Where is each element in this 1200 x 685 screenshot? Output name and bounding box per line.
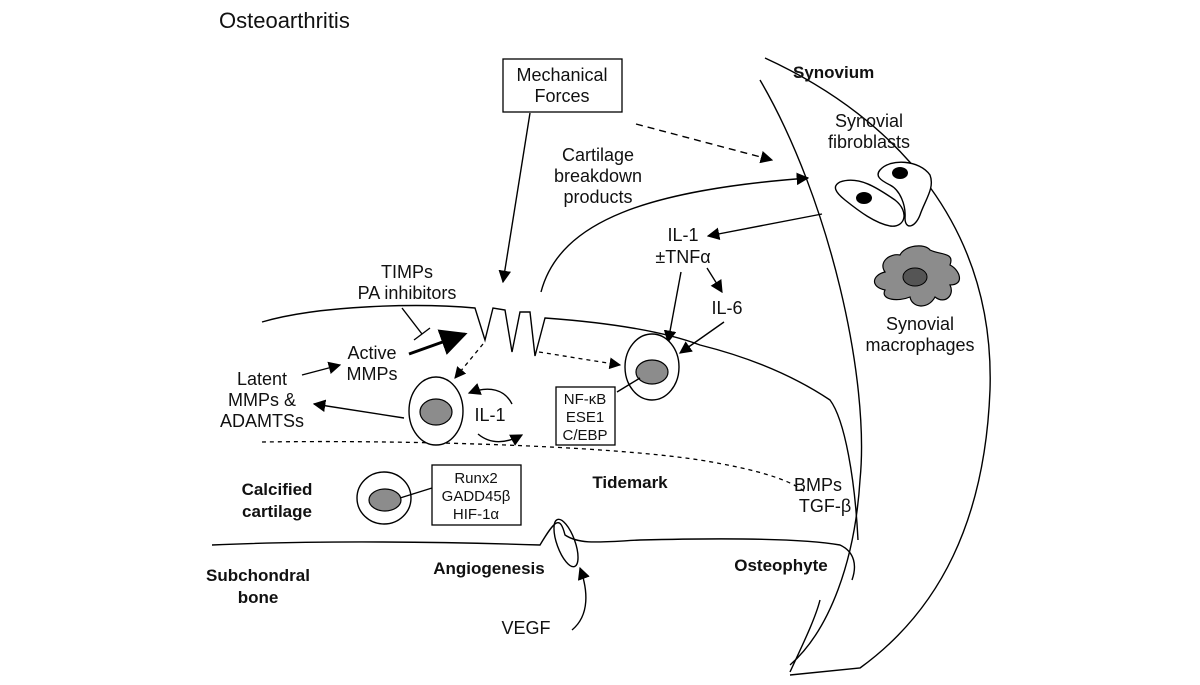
- arrow-latent-to-active: [301, 361, 342, 376]
- tf-label: C/EBP: [562, 427, 607, 444]
- tgf-beta-label: TGF-β: [799, 496, 851, 516]
- inhibition-bar: [413, 327, 431, 341]
- arrow-fissure-to-chondrocyte-left: [454, 343, 484, 379]
- fibroblast-nucleus: [892, 167, 908, 179]
- tidemark-line: [261, 440, 806, 493]
- blood-vessel-icon: [553, 518, 579, 568]
- arrow-forces-to-synovium: [635, 123, 774, 164]
- fibroblast-nucleus: [856, 192, 872, 204]
- angiogenesis-label: Angiogenesis: [433, 559, 544, 578]
- hyp-label: GADD45β: [442, 488, 511, 505]
- fibroblast-cell: [834, 179, 905, 227]
- cartilage-breakdown-label: Cartilage: [562, 145, 634, 165]
- cartilage-breakdown-label-2: breakdown: [554, 166, 642, 186]
- arrow-chondrocyte-to-latent: [312, 399, 405, 419]
- synovium-outer-boundary: [764, 57, 991, 676]
- latent-mmps-label-2: MMPs &: [228, 390, 296, 410]
- synovial-macrophages-label-2: macrophages: [865, 335, 974, 355]
- chondrocyte-nucleus: [368, 488, 402, 512]
- mechanical-forces-box: [502, 58, 623, 113]
- latent-mmps-label-3: ADAMTSs: [220, 411, 304, 431]
- arrow-il1-loop-to-cell: [467, 383, 513, 405]
- arrow-vegf-to-vessel: [571, 566, 590, 631]
- connector-line: [616, 377, 641, 393]
- tidemark-label: Tidemark: [592, 473, 668, 492]
- active-mmps-label: Active: [347, 343, 396, 363]
- arrow-il1-loop-out: [477, 433, 524, 446]
- transcription-factor-box: [555, 386, 616, 446]
- arrow-fissure-to-chondrocyte-right: [538, 351, 622, 370]
- synovial-fibroblasts-label: Synovial: [835, 111, 903, 131]
- tf-label: ESE1: [566, 409, 604, 426]
- inhibition-line: [401, 307, 423, 335]
- synovial-macrophages-label: Synovial: [886, 314, 954, 334]
- subchondral-boundary: [211, 522, 856, 581]
- il1-tnf-label: IL-1: [667, 225, 698, 245]
- macrophage-nucleus: [902, 267, 928, 287]
- arrow-active-mmps-to-cartilage: [408, 329, 468, 356]
- tf-label: NF-κB: [564, 391, 607, 408]
- synovial-fibroblasts-label-2: fibroblasts: [828, 132, 910, 152]
- synovium-lining: [789, 599, 821, 673]
- cartilage-breakdown-label-3: products: [563, 187, 632, 207]
- bmps-label: BMPs: [794, 475, 842, 495]
- active-mmps-label-2: MMPs: [347, 364, 398, 384]
- connector-line: [399, 487, 433, 499]
- chondrocyte-nucleus: [419, 398, 453, 426]
- mechanical-forces-label-2: Forces: [534, 86, 589, 106]
- hyp-label: Runx2: [454, 470, 497, 487]
- diagram-title: Osteoarthritis: [219, 8, 350, 33]
- synovium-label: Synovium: [793, 63, 874, 82]
- chondrocyte-nucleus: [635, 359, 669, 385]
- pa-inhibitors-label: PA inhibitors: [358, 283, 457, 303]
- hyp-label: HIF-1α: [453, 506, 500, 523]
- arrow-il1-to-il6: [706, 267, 723, 294]
- osteophyte-label: Osteophyte: [734, 556, 828, 575]
- fibroblast-cell: [877, 161, 932, 227]
- il1-autocrine-label: IL-1: [474, 405, 505, 425]
- vegf-label: VEGF: [501, 618, 550, 638]
- subchondral-bone-label-2: bone: [238, 588, 279, 607]
- mechanical-forces-label: Mechanical: [516, 65, 607, 85]
- arrow-il6-to-chondrocyte: [678, 321, 725, 354]
- calcified-cartilage-label: Calcified: [242, 480, 313, 499]
- il1-tnf-label-2: ±TNFα: [655, 247, 710, 267]
- arrow-synovium-to-il1: [706, 213, 823, 241]
- il6-label: IL-6: [711, 298, 742, 318]
- arrow-il1-to-chondrocyte: [663, 271, 682, 344]
- arrow-breakdown-to-synovium: [540, 172, 810, 293]
- latent-mmps-label: Latent: [237, 369, 287, 389]
- timps-label: TIMPs: [381, 262, 433, 282]
- arrow-forces-to-cartilage: [498, 112, 531, 284]
- calcified-cartilage-label-2: cartilage: [242, 502, 312, 521]
- hypertrophy-factor-box: [431, 464, 522, 526]
- cartilage-surface: [261, 304, 859, 541]
- subchondral-bone-label: Subchondral: [206, 566, 310, 585]
- synovium-inner-boundary: [759, 79, 863, 666]
